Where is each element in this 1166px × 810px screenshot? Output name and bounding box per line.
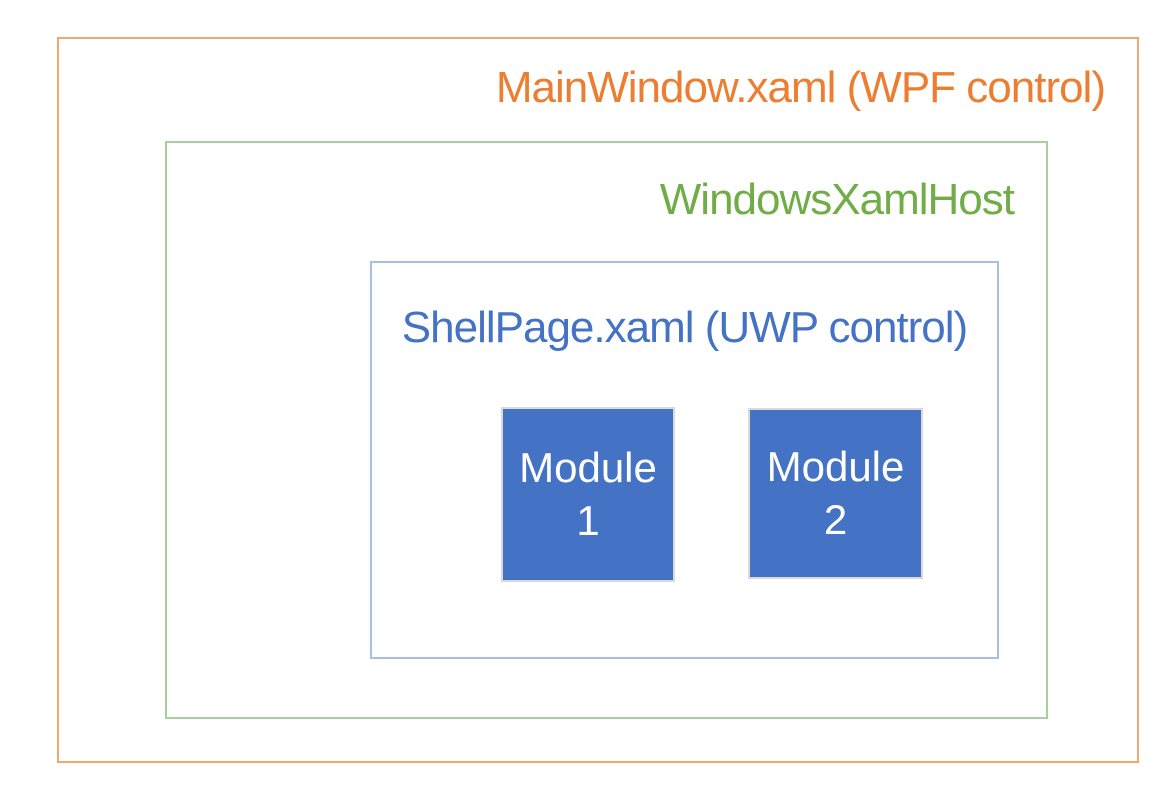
module-1-label-line1: Module [519, 444, 657, 491]
shellpage-uwp-label: ShellPage.xaml (UWP control) [401, 303, 968, 352]
mainwindow-wpf-label: MainWindow.xaml (WPF control) [495, 63, 1106, 112]
module-2-label-line1: Module [766, 443, 905, 490]
module-1-box: Module 1 [501, 407, 675, 582]
mainwindow-wpf-box: MainWindow.xaml (WPF control) WindowsXam… [57, 37, 1139, 763]
module-2-box: Module 2 [748, 408, 923, 579]
windowsxamlhost-label: WindowsXamlHost [659, 175, 1015, 224]
module-1-label-line2: 1 [576, 496, 600, 544]
windowsxamlhost-box: WindowsXamlHost ShellPage.xaml (UWP cont… [165, 141, 1048, 719]
module-2-label-line2: 2 [823, 495, 848, 543]
shellpage-uwp-box: ShellPage.xaml (UWP control) Module 1 Mo… [370, 261, 999, 659]
